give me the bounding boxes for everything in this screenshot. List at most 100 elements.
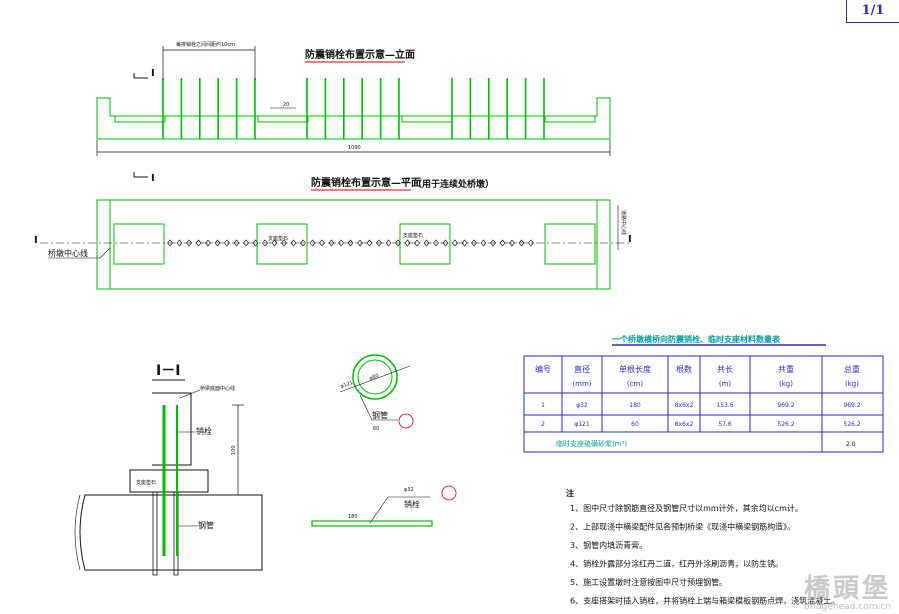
table-header-unit: (mm) — [572, 380, 591, 388]
section-mark-top-label: I — [151, 68, 155, 79]
pier-centerline-leader — [99, 247, 111, 259]
plan-section-mark-left: I — [34, 235, 38, 246]
plan-pin-dot — [442, 239, 449, 247]
plan-pin-dot — [262, 239, 268, 247]
notes-heading: 注 — [566, 488, 574, 498]
table-footer-value: 2.0 — [846, 441, 856, 448]
section-mark-top — [133, 73, 148, 79]
elevation-title: 防震销栓布置示意—立面 — [305, 48, 415, 61]
pin-leader — [369, 496, 389, 524]
plan-pin-dot — [167, 239, 173, 247]
plan-support-pad — [544, 223, 596, 265]
plan-pin-dot — [414, 239, 420, 247]
plan-pin-dot — [176, 239, 183, 247]
plan-pin-dot — [433, 239, 439, 247]
tube-detail: φ121 φ80 钢管 60 — [339, 354, 414, 432]
plan-support-label: 支座垫石 — [268, 235, 288, 242]
section-height-text: 100 — [231, 445, 237, 455]
pin-length-text: 180 — [348, 514, 358, 520]
tube-leader — [359, 394, 373, 421]
elevation-bearing-pad — [544, 115, 596, 123]
note-item: 4、销栓外露部分涂红丹二道，红丹外涂刷沥青，以防生锈。 — [570, 559, 783, 569]
notes-list: 1、图中尺寸除钢筋直径及钢管尺寸以mm计外，其余均以cm计。2、上部现浇中横梁配… — [570, 503, 839, 606]
tube-inner-circle — [357, 359, 393, 395]
plan-support-label: 支座垫石 — [403, 232, 423, 239]
plan-pin-dot — [281, 239, 287, 247]
table-header-unit: (kg) — [845, 380, 859, 388]
plan-pin-dot — [309, 239, 316, 247]
tube-callout-bubble — [398, 413, 414, 429]
plan-pin-dot — [290, 239, 297, 247]
plan-pin-dot — [404, 239, 411, 247]
pin-bar — [311, 520, 433, 527]
plan-support-pad — [113, 223, 165, 265]
section-pin-label: 销栓 — [196, 426, 212, 436]
table-cell: 8x6x2 — [675, 402, 694, 409]
plan-pin-dot — [252, 239, 259, 247]
table-header-unit: (m) — [719, 380, 732, 388]
table-cell: 60 — [631, 421, 639, 428]
section-view: I－I 支座垫石 100 桥梁底面中心线 销栓 钢管 — [74, 363, 263, 576]
plan-pin-dot — [471, 239, 477, 247]
plan-pin-dot — [366, 239, 373, 247]
plan-pin-dot — [243, 239, 249, 247]
plan-pin-dot — [186, 239, 192, 247]
section-support-label: 支座垫石 — [136, 479, 156, 486]
pin-detail-label: 销栓 — [404, 499, 420, 509]
table-cell: 969.2 — [777, 402, 794, 409]
note-item: 6、支座搭架时插入销栓，并将销栓上端与箱梁模板钢筋点焊，浇筑混凝土。 — [570, 596, 839, 606]
total-dimension-text: 1090 — [348, 145, 361, 151]
table-cell: 526.2 — [777, 421, 794, 428]
pier-centerline-label: 桥墩中心线 — [48, 248, 88, 258]
elevation-view: 每排销栓之间间距约10cm 防震销栓布置示意—立面 20 1090 I I — [96, 41, 611, 184]
table-cell: φ32 — [576, 402, 588, 409]
table-header-cell: 共重 — [778, 364, 794, 374]
tube-detail-dim: 60 — [373, 426, 379, 432]
table-header-cell: 直径 — [574, 364, 590, 374]
tube-diameter-line — [339, 365, 411, 393]
plan-pin-dot — [376, 239, 382, 247]
plan-pin-dot — [300, 239, 306, 247]
plan-pin-dot — [509, 239, 515, 247]
section-mark-bottom — [133, 172, 148, 178]
section-pier-break — [74, 494, 81, 571]
table-header-unit: (kg) — [779, 380, 793, 388]
section-beam — [152, 392, 192, 466]
plan-pin-dot — [195, 239, 202, 247]
table-header-cell: 单根长度 — [619, 364, 651, 374]
table-title: 一个桥墩横桥向防震销栓、临时支座材料数量表 — [612, 334, 781, 344]
section-bottom-label: 桥梁底面中心线 — [200, 385, 235, 392]
bottom-label-leader — [179, 389, 201, 399]
plan-pin-dot — [461, 239, 468, 247]
road-centerline-label: 道路中心线 — [620, 210, 627, 235]
plan-pin-dot — [347, 239, 354, 247]
table-cell: 969.2 — [843, 402, 860, 409]
table-header-cell: 根数 — [676, 364, 692, 374]
elevation-pins — [162, 78, 545, 139]
page-number: 1/1 — [861, 3, 885, 18]
section-title: I－I — [156, 363, 180, 379]
pin-detail: φ32 销栓 180 — [311, 485, 457, 527]
plan-pin-dot — [528, 239, 534, 247]
plan-pin-dot — [328, 239, 335, 247]
top-dimension-text: 每排销栓之间间距约10cm — [176, 41, 235, 48]
watermark: 橋頭堡 bridgehead.com.cn — [804, 576, 891, 612]
table-cell: φ121 — [574, 421, 590, 428]
plan-pin-dot — [357, 239, 363, 247]
table-cell: 180 — [629, 402, 641, 409]
section-pier — [79, 494, 263, 571]
plan-view: 防震销栓布置示意—平面 （用于连续处桥墩） 支座垫石 支座垫石 I I 桥墩中心… — [34, 176, 632, 290]
watermark-text: 橋頭堡 — [803, 574, 891, 604]
plan-pin-dot — [395, 239, 401, 247]
table-cell: 57.6 — [718, 421, 732, 428]
notes: 注 1、图中尺寸除钢筋直径及钢管尺寸以mm计外，其余均以cm计。2、上部现浇中横… — [566, 488, 839, 606]
tube-inner-label: φ80 — [369, 373, 380, 382]
pin-callout-bubble — [441, 485, 457, 501]
plan-pin-dot — [214, 239, 221, 247]
watermark-url: bridgehead.com.cn — [804, 602, 891, 612]
section-mark-bottom-label: I — [151, 173, 155, 184]
plan-subtitle: （用于连续处桥墩） — [413, 178, 494, 190]
elevation-bearing-pad — [114, 115, 166, 123]
